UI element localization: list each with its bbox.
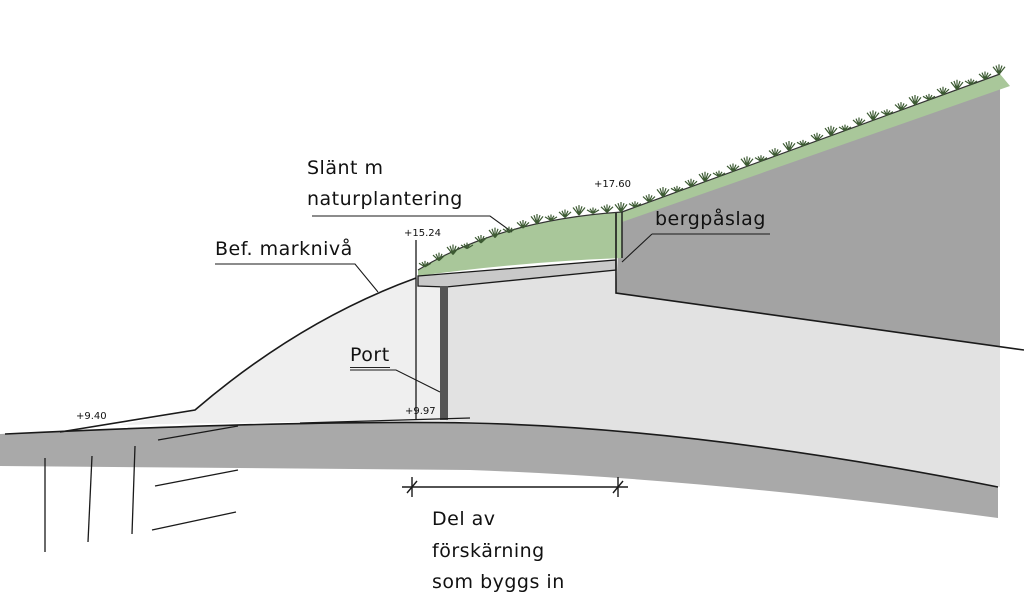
ground-band bbox=[0, 422, 998, 518]
shrub bbox=[418, 260, 432, 268]
shrub bbox=[726, 163, 740, 172]
ground-hatch-3 bbox=[131, 445, 136, 535]
shrub bbox=[838, 124, 852, 132]
label-bergpaslag: bergpåslag bbox=[655, 208, 766, 230]
shrub bbox=[796, 139, 810, 147]
shrub bbox=[950, 79, 964, 91]
label-bef-marknivå: Bef. marknivå bbox=[215, 238, 353, 260]
shrub bbox=[754, 155, 768, 162]
leader-bef bbox=[215, 263, 379, 293]
ground-hatch-5 bbox=[151, 511, 237, 531]
shrub bbox=[432, 252, 446, 262]
label-del-line2: förskärning bbox=[432, 540, 545, 562]
level-1524: +15.24 bbox=[404, 228, 442, 239]
level-base-line bbox=[299, 417, 471, 424]
roof-slab bbox=[417, 259, 617, 288]
shrub bbox=[502, 226, 516, 234]
label-slant-line1: Slänt m bbox=[307, 157, 384, 179]
shrub bbox=[446, 244, 460, 255]
dimension-slash-right bbox=[612, 480, 624, 494]
shrub bbox=[572, 205, 586, 216]
shrub bbox=[558, 209, 572, 218]
shrub bbox=[614, 202, 628, 213]
shrub bbox=[824, 125, 838, 137]
ground-hatch-4 bbox=[154, 469, 239, 487]
shrub bbox=[628, 201, 642, 208]
shrub bbox=[544, 214, 558, 221]
shrub bbox=[908, 95, 922, 106]
shrub bbox=[474, 234, 488, 244]
label-del-line3: som byggs in bbox=[432, 571, 565, 593]
shrub bbox=[866, 110, 880, 121]
shrub bbox=[936, 86, 950, 96]
shrub bbox=[670, 185, 684, 193]
shrub bbox=[698, 171, 712, 183]
shrub bbox=[880, 109, 894, 116]
shrub bbox=[810, 132, 824, 142]
slope-toe-line bbox=[157, 425, 239, 441]
rock-mass bbox=[616, 74, 1000, 347]
leader-port bbox=[350, 369, 441, 393]
label-slant-line2: naturplantering bbox=[307, 188, 463, 210]
shrub bbox=[530, 213, 544, 225]
label-port: Port bbox=[350, 344, 390, 368]
shrub bbox=[516, 220, 530, 229]
label-del-line1: Del av bbox=[432, 508, 496, 530]
shrub bbox=[782, 141, 796, 152]
rock-line bbox=[615, 212, 1024, 351]
existing-slope-line bbox=[59, 277, 417, 433]
shrub bbox=[852, 117, 866, 126]
ground-line bbox=[4, 421, 999, 488]
shrub bbox=[894, 102, 908, 111]
level-997: +9.97 bbox=[405, 406, 436, 417]
ground-hatch-2 bbox=[87, 455, 93, 543]
shrub bbox=[684, 178, 698, 188]
shrub bbox=[740, 156, 754, 167]
shrub bbox=[964, 78, 978, 86]
shrub bbox=[712, 170, 726, 178]
shrub bbox=[922, 93, 936, 101]
port-wall bbox=[440, 286, 448, 420]
shrub bbox=[656, 187, 670, 198]
shrub bbox=[992, 64, 1006, 75]
cut-area bbox=[446, 270, 1000, 487]
level-1760: +17.60 bbox=[594, 179, 632, 190]
shrub bbox=[488, 227, 502, 238]
leader-slant bbox=[312, 215, 513, 233]
vegetation bbox=[418, 64, 1006, 268]
level-940: +9.40 bbox=[76, 411, 107, 422]
shrub bbox=[586, 207, 600, 214]
shrub bbox=[460, 242, 474, 250]
shrub bbox=[600, 204, 614, 213]
shrub bbox=[768, 148, 782, 157]
leader-berg bbox=[621, 233, 770, 263]
shrub bbox=[978, 71, 992, 80]
slope-fill bbox=[120, 278, 446, 425]
dimension-slash-left bbox=[406, 480, 418, 494]
shrub bbox=[642, 194, 656, 203]
